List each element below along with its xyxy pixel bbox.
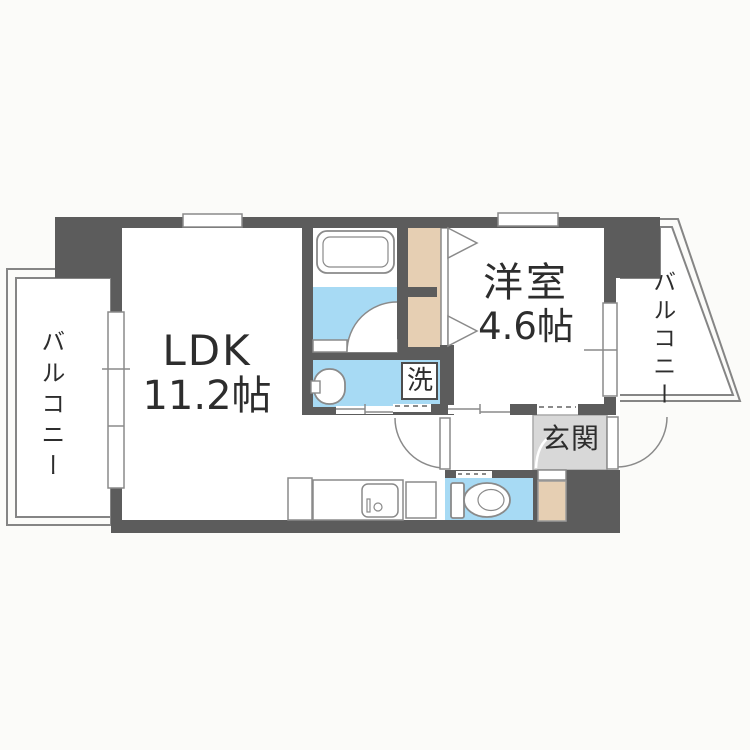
sink-faucet [366, 498, 371, 513]
toilet-tank [450, 482, 465, 519]
right-balcony-outer-rail [616, 218, 742, 402]
wall-closet-bottom [408, 347, 441, 360]
wall-left-lower [111, 488, 122, 533]
window-western-top [497, 212, 559, 227]
closet-doors [447, 226, 479, 348]
bath-door-swing-fill [347, 302, 397, 352]
balcony-right-label: バルコニー [648, 270, 675, 410]
wall-bath-washroom [302, 352, 408, 360]
washbasin-icon [310, 368, 346, 405]
western-room-label: 洋室 4.6帖 [438, 260, 614, 348]
ldk-room-size: 11.2帖 [142, 373, 272, 420]
hall-door-swing-fill [395, 418, 445, 468]
fridge-slot [287, 477, 313, 521]
hall-door-swing-arc [394, 417, 446, 469]
entrance-label: 玄関 [541, 422, 600, 455]
closet-door-lower-icon [447, 314, 479, 348]
toilet-bowl-inner [477, 488, 505, 512]
kitchen-counter [287, 477, 437, 521]
western-room-size: 4.6帖 [478, 304, 574, 348]
ldk-room-name: LDK [162, 326, 252, 375]
wall-corner-block-left [55, 217, 122, 278]
wall-closet-divider [408, 287, 437, 297]
sink-icon [361, 483, 399, 518]
opening-shoebox-slot [537, 469, 567, 481]
western-room-name: 洋室 [483, 260, 569, 306]
wall-right-mid [604, 397, 616, 415]
fixtures [287, 230, 567, 522]
hall-door-leaf [439, 417, 451, 470]
wall-top [112, 217, 660, 228]
wall-western-bottom-right [578, 404, 616, 415]
wall-western-bottom-left [430, 404, 448, 415]
closet-door-upper-icon [447, 226, 479, 260]
bathtub-icon [316, 230, 395, 274]
washing-machine-slot [401, 362, 438, 400]
shoe-cabinet [537, 480, 567, 522]
sink-drain [373, 502, 383, 512]
hall-door [394, 417, 451, 470]
front-door-leaf [606, 416, 619, 470]
front-door-swing-arc [616, 416, 668, 468]
opening-entrance-dashed [537, 404, 578, 413]
opening-washroom-dashed [393, 404, 431, 412]
wall-left-upper [111, 228, 122, 312]
window-ldk-left [107, 311, 125, 489]
window-ldk-top [182, 213, 243, 228]
washbasin-faucet [310, 380, 321, 394]
front-door [606, 416, 668, 470]
bath-door-swing-arc [346, 301, 398, 353]
stove-slot [405, 481, 437, 519]
wall-western-bottom-mid [510, 404, 537, 415]
bathtub-inner [322, 236, 389, 268]
wall-right-upper [604, 228, 616, 303]
wall-bottom [111, 520, 620, 533]
balcony-left-label: バルコニー [36, 329, 65, 484]
doors [346, 226, 668, 470]
toilet-icon [450, 482, 511, 519]
walls [55, 217, 660, 533]
laundry-label: 洗 [406, 366, 433, 396]
ldk-room-label: LDK 11.2帖 [118, 327, 296, 419]
wall-bath-right [397, 228, 408, 360]
wall-corner-block-right [615, 217, 660, 278]
entrance-step-arc [534, 434, 552, 469]
bath-door [346, 301, 398, 353]
wall-stub-western-sw [440, 345, 454, 415]
wall-ldk-right [302, 228, 313, 415]
